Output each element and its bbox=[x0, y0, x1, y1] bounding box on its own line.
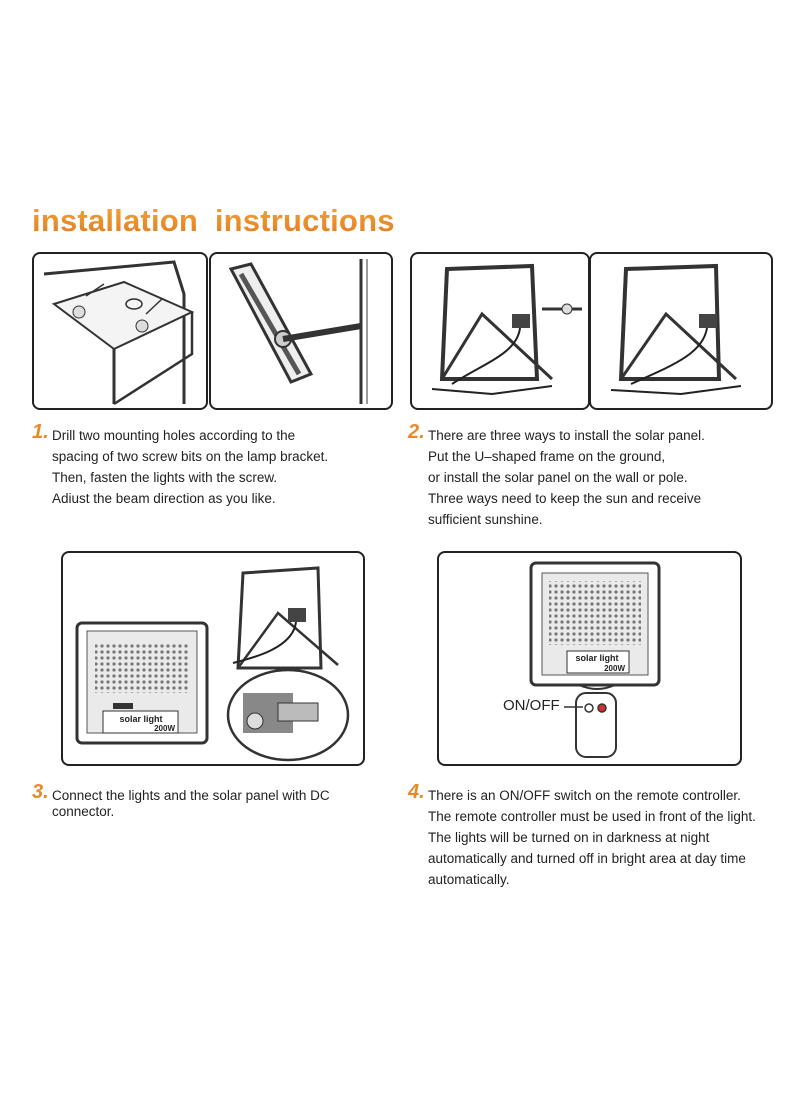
solar-panel-ground-drawing bbox=[610, 263, 742, 396]
step2-illustration-ground bbox=[589, 252, 773, 410]
step-text: Three ways need to keep the sun and rece… bbox=[428, 491, 702, 506]
step1-illustration-bracket bbox=[32, 252, 208, 410]
device-name-label: solar light bbox=[575, 653, 618, 663]
step-number: 2. bbox=[408, 421, 425, 443]
step3-illustration: solar light 200W bbox=[61, 551, 365, 766]
step-text: There are three ways to install the sola… bbox=[428, 428, 705, 443]
device-name-label: solar light bbox=[119, 714, 162, 724]
step-text: The remote controller must be used in fr… bbox=[428, 809, 756, 824]
step-text: Then, fasten the lights with the screw. bbox=[52, 470, 278, 485]
step-text: sufficient sunshine. bbox=[428, 512, 543, 527]
solar-panel-wall-drawing bbox=[431, 263, 582, 396]
step-number: 1. bbox=[32, 421, 49, 443]
step-number: 4. bbox=[408, 781, 425, 803]
step-text: Adiust the beam direction as you like. bbox=[52, 491, 276, 506]
step-text: automatically and turned off in bright a… bbox=[428, 851, 746, 866]
light-with-remote-drawing: solar light 200W bbox=[529, 561, 661, 758]
step2-illustration-wall bbox=[410, 252, 590, 410]
step-text: Drill two mounting holes according to th… bbox=[52, 428, 296, 443]
step-1: 1. Drill two mounting holes according to… bbox=[32, 421, 329, 509]
step-text: or install the solar panel on the wall o… bbox=[428, 470, 688, 485]
step-text: The lights will be turned on in darkness… bbox=[428, 830, 710, 845]
lamp-angle-drawing bbox=[228, 259, 368, 404]
step-number: 3. bbox=[32, 781, 49, 803]
step-2: 2. There are three ways to install the s… bbox=[408, 421, 705, 530]
step-text: Connect the lights and the solar panel w… bbox=[52, 788, 330, 803]
step-text: There is an ON/OFF switch on the remote … bbox=[428, 788, 741, 803]
step1-illustration-lamp bbox=[209, 252, 393, 410]
step4-illustration: solar light 200W bbox=[437, 551, 742, 766]
device-power-label: 200W bbox=[154, 724, 175, 733]
bracket-drawing bbox=[43, 260, 195, 406]
device-power-label: 200W bbox=[604, 664, 625, 673]
step-3: 3. Connect the lights and the solar pane… bbox=[32, 781, 330, 822]
page-title: installation instructions bbox=[32, 203, 395, 238]
step-4: 4. There is an ON/OFF switch on the remo… bbox=[408, 781, 756, 890]
step-text: automatically. bbox=[428, 872, 510, 887]
step-text: spacing of two screw bits on the lamp br… bbox=[52, 449, 329, 464]
step-text: Put the U–shaped frame on the ground, bbox=[428, 449, 666, 464]
light-and-panel-connection-drawing: solar light 200W bbox=[75, 566, 350, 762]
step-text: connector. bbox=[52, 804, 115, 819]
remote-onoff-label: ON/OFF bbox=[503, 697, 560, 714]
